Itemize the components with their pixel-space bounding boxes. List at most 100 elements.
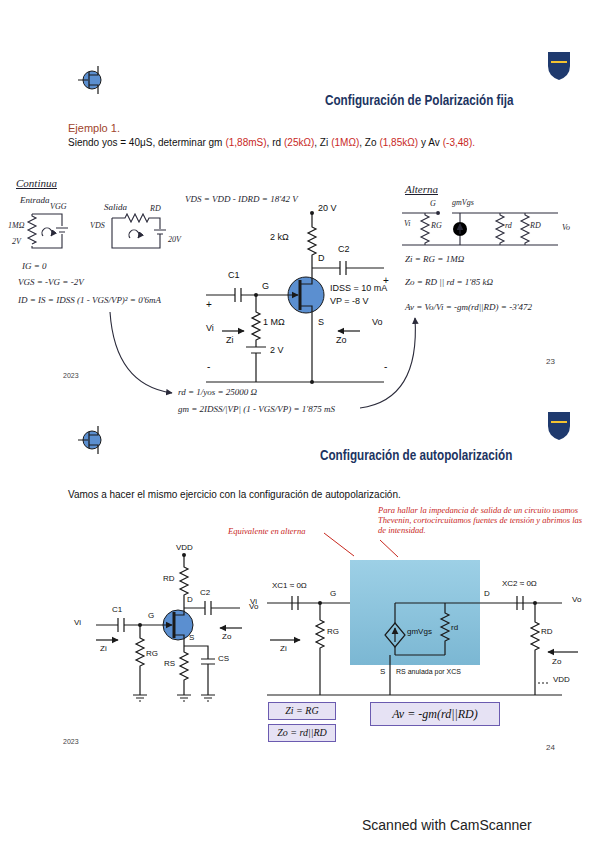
jfet-small-signal-model xyxy=(350,560,480,665)
jfet-icon xyxy=(78,426,101,454)
formula-box: Zi = RG xyxy=(268,702,336,720)
circuit-label: Zo xyxy=(336,336,347,345)
red-annotation: Para hallar la impedancia de salida de u… xyxy=(378,505,590,536)
circuit-label: S xyxy=(380,668,385,676)
circuit-label: G xyxy=(148,612,154,620)
slide-title: Configuración de Polarización fija xyxy=(325,92,514,107)
circuit-label: RS anulada por XCS xyxy=(396,668,466,676)
circuit-label: - xyxy=(384,362,387,372)
handwritten-note: Entrada xyxy=(20,196,50,205)
circuit-label: Vo xyxy=(372,318,383,327)
handwritten-note: VDS xyxy=(90,222,105,230)
body-text: Vamos a hacer el mismo ejercicio con la … xyxy=(68,490,401,500)
formula-text: Zi = RG xyxy=(285,706,318,716)
handwritten-note: IG = 0 xyxy=(22,262,47,271)
handwritten-note: Vi xyxy=(404,220,411,228)
university-shield xyxy=(548,52,570,80)
answer-value: (1,88mS) xyxy=(225,137,266,148)
circuit-label: Zi xyxy=(226,336,234,345)
handwritten-note: 2V xyxy=(12,238,21,246)
handwritten-note: RD xyxy=(150,205,161,213)
circuit-label: XC1 ≈ 0Ω xyxy=(272,582,307,590)
handwritten-note: gmVgs xyxy=(452,199,474,207)
example-text: y Av xyxy=(421,137,440,148)
circuit-label: D xyxy=(318,254,325,263)
circuit-label: Vi xyxy=(74,619,81,627)
slide-number: 23 xyxy=(546,358,555,366)
answer-value: (25kΩ) xyxy=(284,137,314,148)
circuit-label: RG xyxy=(327,628,339,636)
circuit-label: Vo xyxy=(572,596,581,604)
formula-box: Zo = rd||RD xyxy=(268,724,336,742)
slide-title: Configuración de autopolarización xyxy=(320,447,512,462)
note-arrows xyxy=(110,312,415,408)
circuit-label: RD xyxy=(541,628,553,636)
example-heading: Ejemplo 1. xyxy=(68,123,120,134)
slide-number: 2023 xyxy=(63,372,79,379)
handwritten-note: RD xyxy=(530,222,541,230)
output-dc-sketch xyxy=(112,214,166,248)
leader-lines xyxy=(324,533,398,557)
example-text: Siendo yos = 40μS, determinar gm xyxy=(68,137,222,148)
jfet-model-box: gmVgs rd xyxy=(350,560,480,665)
handwritten-heading: Alterna xyxy=(405,184,438,195)
handwritten-note: Salida xyxy=(104,203,127,212)
handwritten-note: Av = Vo/Vi = -gm(rd||RD) = -3'472 xyxy=(405,303,532,312)
handwritten-note: VGS = -VG = -2V xyxy=(18,278,84,287)
watermark: Scanned with CamScanner xyxy=(362,818,532,832)
circuit-label: VP = -8 V xyxy=(330,297,369,306)
circuit-label: 2 kΩ xyxy=(270,233,289,242)
handwritten-note: Zi = RG = 1MΩ xyxy=(405,255,464,264)
red-annotation: Equivalente en alterna xyxy=(228,527,305,536)
model-label: rd xyxy=(451,624,458,632)
self-bias-circuit xyxy=(90,553,246,701)
handwritten-note: G xyxy=(430,200,436,208)
handwritten-note: rd xyxy=(505,222,512,230)
circuit-label: C2 xyxy=(338,245,350,254)
circuit-label: 1 MΩ xyxy=(263,318,285,327)
circuit-label: C1 xyxy=(112,606,122,614)
model-label: gmVgs xyxy=(407,628,432,636)
university-shield xyxy=(548,412,570,440)
circuit-label: Vi xyxy=(250,598,257,606)
circuit-label: S xyxy=(318,318,324,327)
handwritten-note: Vo xyxy=(562,224,570,232)
circuit-label: XC2 ≈ 0Ω xyxy=(502,580,537,588)
jfet-icon xyxy=(78,66,101,94)
circuit-label: 20 V xyxy=(318,204,337,213)
circuit-label: RG xyxy=(146,650,158,658)
example-statement: Siendo yos = 40μS, determinar gm(1,88mS)… xyxy=(68,138,475,148)
circuit-label: G xyxy=(262,282,269,291)
circuit-label: Vi xyxy=(206,324,214,333)
circuit-label: G xyxy=(330,590,336,598)
example-text: , Zo xyxy=(359,137,376,148)
formula-text: Zo = rd||RD xyxy=(277,728,327,738)
circuit-label: IDSS = 10 mA xyxy=(330,284,387,293)
circuit-label: Zo xyxy=(552,658,561,666)
circuit-label: RS xyxy=(164,660,175,668)
answer-value: (1,85kΩ) xyxy=(379,137,418,148)
circuit-label: + xyxy=(206,300,212,310)
fixed-bias-circuit xyxy=(200,211,390,385)
handwritten-note: VDS = VDD - IDRD = 18'42 V xyxy=(185,195,298,204)
answer-value: (1MΩ) xyxy=(331,137,359,148)
handwritten-note: Zo = RD || rd = 1'85 kΩ xyxy=(405,278,493,287)
input-dc-sketch xyxy=(28,214,68,248)
circuit-label: S xyxy=(189,634,194,642)
circuit-label: CS xyxy=(218,655,229,663)
answer-value: (-3,48). xyxy=(443,137,475,148)
circuit-label: C2 xyxy=(200,589,210,597)
handwritten-note: VGG xyxy=(50,203,66,211)
example-text: , rd xyxy=(267,137,281,148)
handwritten-note: 20V xyxy=(168,236,181,244)
circuit-label: D xyxy=(484,590,490,598)
slide-number: 2023 xyxy=(63,738,79,745)
circuit-label: RD xyxy=(163,575,175,583)
slide-number: 24 xyxy=(546,744,555,752)
formula-box: Av = -gm(rd||RD) xyxy=(370,702,500,726)
example-text: , Zi xyxy=(314,137,328,148)
handwritten-heading: Continua xyxy=(16,178,57,189)
handwritten-note: rd = 1/yos = 25000 Ω xyxy=(178,388,257,397)
handwritten-note: gm = 2IDSS/|VP| (1 - VGS/VP) = 1'875 mS xyxy=(178,405,335,414)
